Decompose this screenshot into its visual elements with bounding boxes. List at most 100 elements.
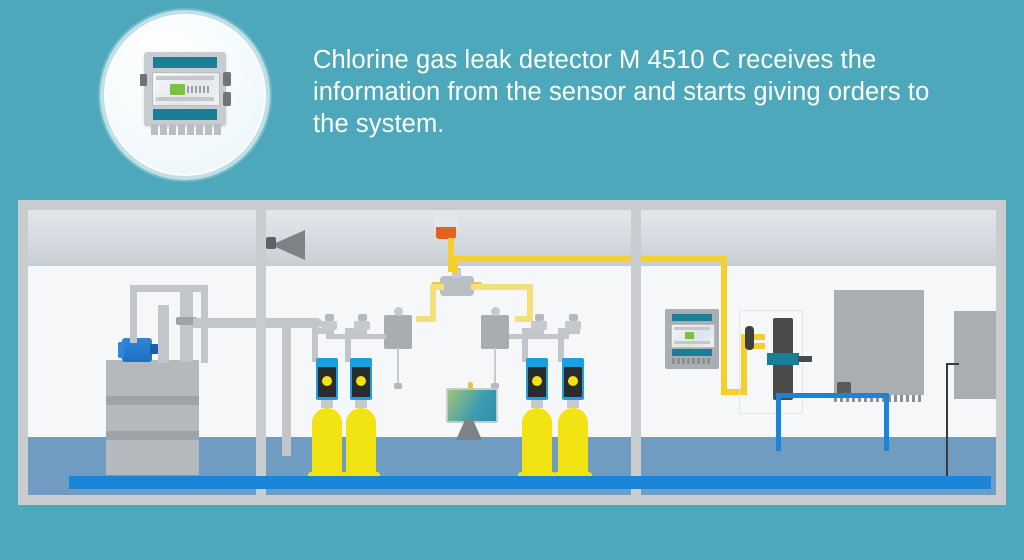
cyl-l1-line: [312, 328, 318, 362]
gas-manifold-right: [481, 315, 509, 349]
detector-status-led: [170, 84, 185, 95]
regulator-neck-2: [355, 400, 367, 408]
cyl-l1-line-top: [312, 328, 334, 334]
panel-screen-line: [674, 327, 710, 330]
control-cabinet-large-connectors: [834, 395, 924, 402]
chemical-storage-tank: [106, 360, 199, 475]
cyl-r2-handwheel: [569, 314, 578, 321]
signal-cable-to-blower: [741, 343, 747, 395]
cyl-r-header: [509, 334, 569, 339]
monitor-display-on-stand: [446, 388, 498, 423]
regulator-gauge-dial: [322, 376, 332, 386]
monitor-antenna: [468, 382, 473, 390]
gas-line-left-vertical: [430, 284, 436, 322]
detector-bottom-strip: [153, 109, 217, 120]
chlorine-cylinder: [346, 408, 376, 480]
water-main-line: [69, 476, 991, 489]
suction-pipe-top: [130, 285, 208, 292]
gas-line-right-lower: [515, 316, 533, 322]
manifold-left-drop: [397, 348, 399, 386]
tank-band-1: [106, 396, 199, 405]
inlet-pipe-horizontal: [266, 318, 322, 328]
manifold-left-gauge: [394, 307, 403, 316]
regulator-neck-4: [567, 400, 579, 408]
room-cylinders: [266, 210, 631, 495]
scrubber-enclosure-outline: [739, 310, 803, 414]
manifold-right-gauge: [491, 307, 500, 316]
neutralization-water-loop-top: [776, 393, 889, 398]
cyl-l-header: [326, 334, 386, 339]
panel-status-led: [685, 332, 694, 339]
regulator-gauge-dial: [532, 376, 542, 386]
gas-line-left-horizontal: [430, 284, 444, 290]
cyl-r2-line: [558, 328, 564, 362]
cyl-l1-handwheel: [325, 314, 334, 321]
pump-motor-cap: [118, 342, 124, 358]
detector-terminal-row: [151, 124, 221, 135]
detector-side-clip-right: [223, 72, 231, 86]
grounding-rod-top: [946, 363, 959, 365]
inlet-pipe-vertical: [282, 322, 291, 456]
regulator-gauge-dial: [356, 376, 366, 386]
gas-line-left-lower: [416, 316, 436, 322]
room-tank: [28, 210, 256, 495]
manifold-right-drop-cap: [491, 383, 499, 389]
blower-motor-collar: [767, 353, 799, 365]
cyl-l1-valve: [321, 321, 337, 330]
gas-line-right-horizontal: [471, 284, 533, 290]
cyl-r1-line-top: [522, 328, 544, 334]
blower-shaft: [798, 356, 812, 362]
grounding-rod-vertical: [946, 363, 948, 480]
neutralization-water-loop-left: [776, 393, 781, 451]
cyl-r2-line-top: [558, 328, 580, 334]
panel-terminal-row: [672, 358, 712, 364]
detector-keypad: [187, 86, 209, 93]
signal-cable-riser: [452, 256, 458, 274]
signal-cable-ceiling-run: [452, 256, 631, 262]
cyl-r1-valve: [531, 321, 547, 330]
panel-bottom-strip: [672, 349, 712, 356]
cyl-l2-handwheel: [358, 314, 367, 321]
cyl-l2-valve: [354, 321, 370, 330]
chlorine-cylinder: [312, 408, 342, 480]
signal-cable-entry: [641, 256, 727, 262]
page-title: Chlorine gas leak detector M 4510 C rece…: [313, 46, 930, 138]
chlorine-gas-detector-device-icon: [137, 52, 233, 138]
panel-top-strip: [672, 314, 712, 321]
detector-top-strip: [153, 57, 217, 68]
detector-display-line-bottom: [156, 97, 214, 101]
signal-cable-sensor-loop-left: [741, 334, 747, 348]
suction-pipe-vertical-left: [130, 285, 137, 343]
chlorine-cylinder: [558, 408, 588, 480]
tank-riser-pipe: [180, 290, 193, 362]
chlorine-cylinder: [522, 408, 552, 480]
neutralization-water-loop-right: [884, 393, 889, 451]
detector-side-clip-right-2: [223, 92, 231, 106]
ceiling-gas-sensor: [436, 227, 456, 239]
detector-side-clip-left: [140, 74, 147, 86]
tank-vent-pipe: [158, 305, 169, 363]
gas-manifold-left: [384, 315, 412, 349]
room-control: [641, 210, 996, 495]
cyl-l2-line: [345, 328, 351, 362]
panel-screen-line-2: [674, 341, 710, 344]
cyl-r1-handwheel: [535, 314, 544, 321]
tank-band-2: [106, 431, 199, 440]
pump-motor-shaft: [150, 344, 158, 354]
badge-ring: [104, 14, 266, 176]
gas-sensor-probe: [745, 326, 754, 350]
cyl-r1-line: [522, 328, 528, 362]
building-cutaway: [18, 200, 1006, 505]
floor-junction-box: [837, 382, 851, 394]
ceiling-a: [28, 210, 256, 266]
control-cabinet-large: [834, 290, 924, 395]
detector-badge: [104, 14, 266, 176]
control-cabinet-small: [954, 311, 996, 399]
alarm-horn-siren: [271, 230, 305, 260]
three-way-valve-manifold: [440, 276, 474, 296]
detector-display-line-top: [156, 76, 214, 80]
riser-flange: [176, 317, 197, 325]
cyl-r2-valve: [565, 321, 581, 330]
discharge-pipe-header: [193, 318, 256, 328]
